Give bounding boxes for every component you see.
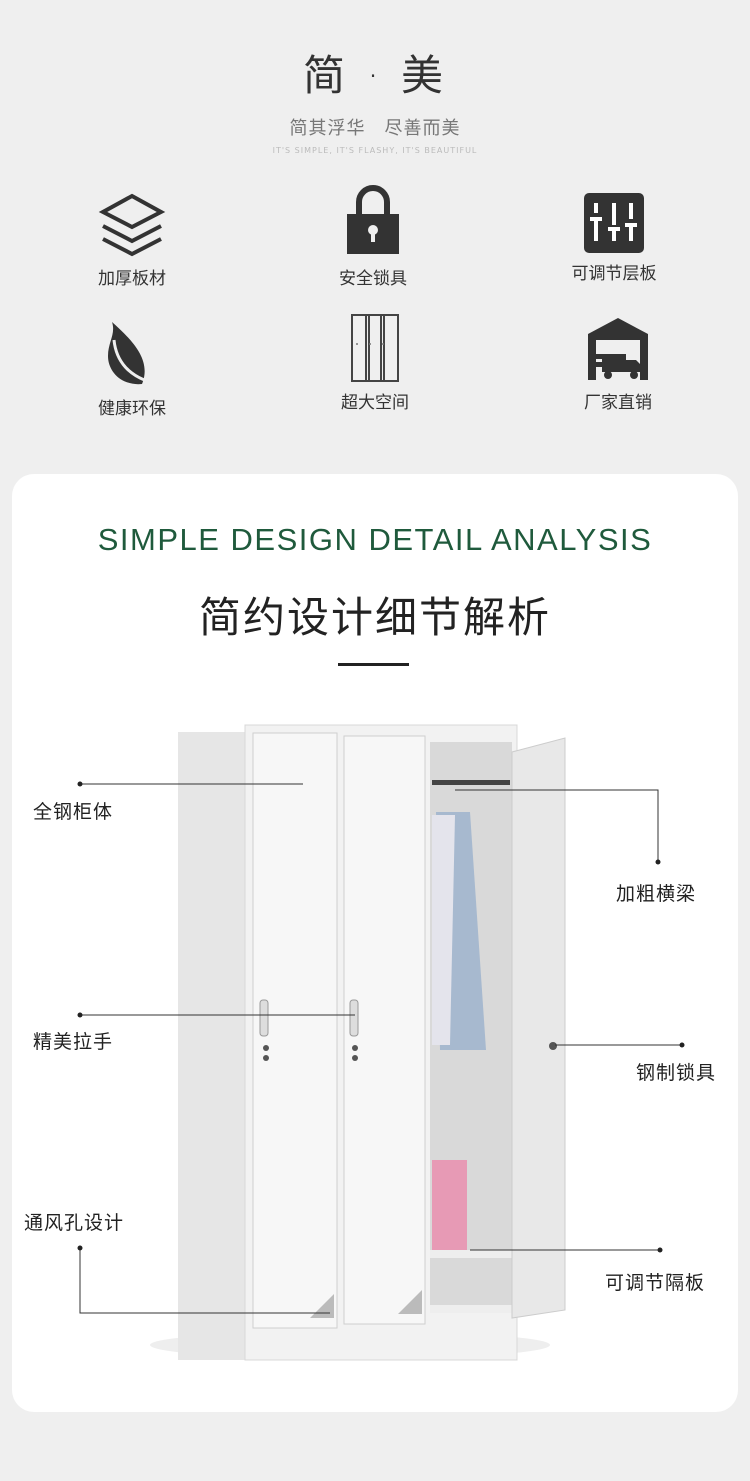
title-divider bbox=[338, 663, 409, 666]
feature-adjustable-shelf: 可调节层板 bbox=[514, 193, 714, 284]
hero-title: 简 · 美 bbox=[302, 51, 448, 100]
feature-safe-lock: 安全锁具 bbox=[273, 184, 473, 289]
warehouse-truck-icon bbox=[588, 318, 648, 380]
feature-label: 厂家直销 bbox=[584, 393, 652, 413]
callout-lock: 钢制锁具 bbox=[636, 1062, 717, 1084]
callout-steel-body: 全钢柜体 bbox=[33, 801, 114, 823]
lock-icon bbox=[347, 185, 399, 254]
feature-label: 加厚板材 bbox=[98, 269, 166, 289]
hero-english: IT'S SIMPLE, IT'S FLASHY, IT'S BEAUTIFUL bbox=[272, 146, 478, 155]
detail-title-en: SIMPLE DESIGN DETAIL ANALYSIS bbox=[97, 522, 653, 557]
hero-subtitle: 简其浮华 尽善而美 bbox=[289, 118, 461, 139]
callout-vent: 通风孔设计 bbox=[24, 1212, 125, 1234]
sliders-icon bbox=[584, 193, 644, 253]
feature-label: 超大空间 bbox=[341, 393, 409, 413]
feature-large-space: 超大空间 bbox=[275, 314, 475, 413]
feature-thick-panel: 加厚板材 bbox=[32, 192, 232, 289]
callout-beam: 加粗横梁 bbox=[616, 883, 697, 905]
feature-label: 可调节层板 bbox=[571, 264, 657, 284]
feature-eco: 健康环保 bbox=[32, 320, 232, 419]
feature-factory-direct: 厂家直销 bbox=[518, 318, 718, 413]
callout-shelf: 可调节隔板 bbox=[605, 1272, 706, 1294]
feature-label: 健康环保 bbox=[98, 399, 166, 419]
layers-icon bbox=[98, 193, 166, 257]
leaf-icon bbox=[108, 322, 159, 386]
callout-handle: 精美拉手 bbox=[33, 1031, 114, 1053]
locker-icon bbox=[351, 314, 399, 382]
detail-title-cn: 简约设计细节解析 bbox=[198, 593, 551, 642]
feature-label: 安全锁具 bbox=[339, 269, 407, 289]
